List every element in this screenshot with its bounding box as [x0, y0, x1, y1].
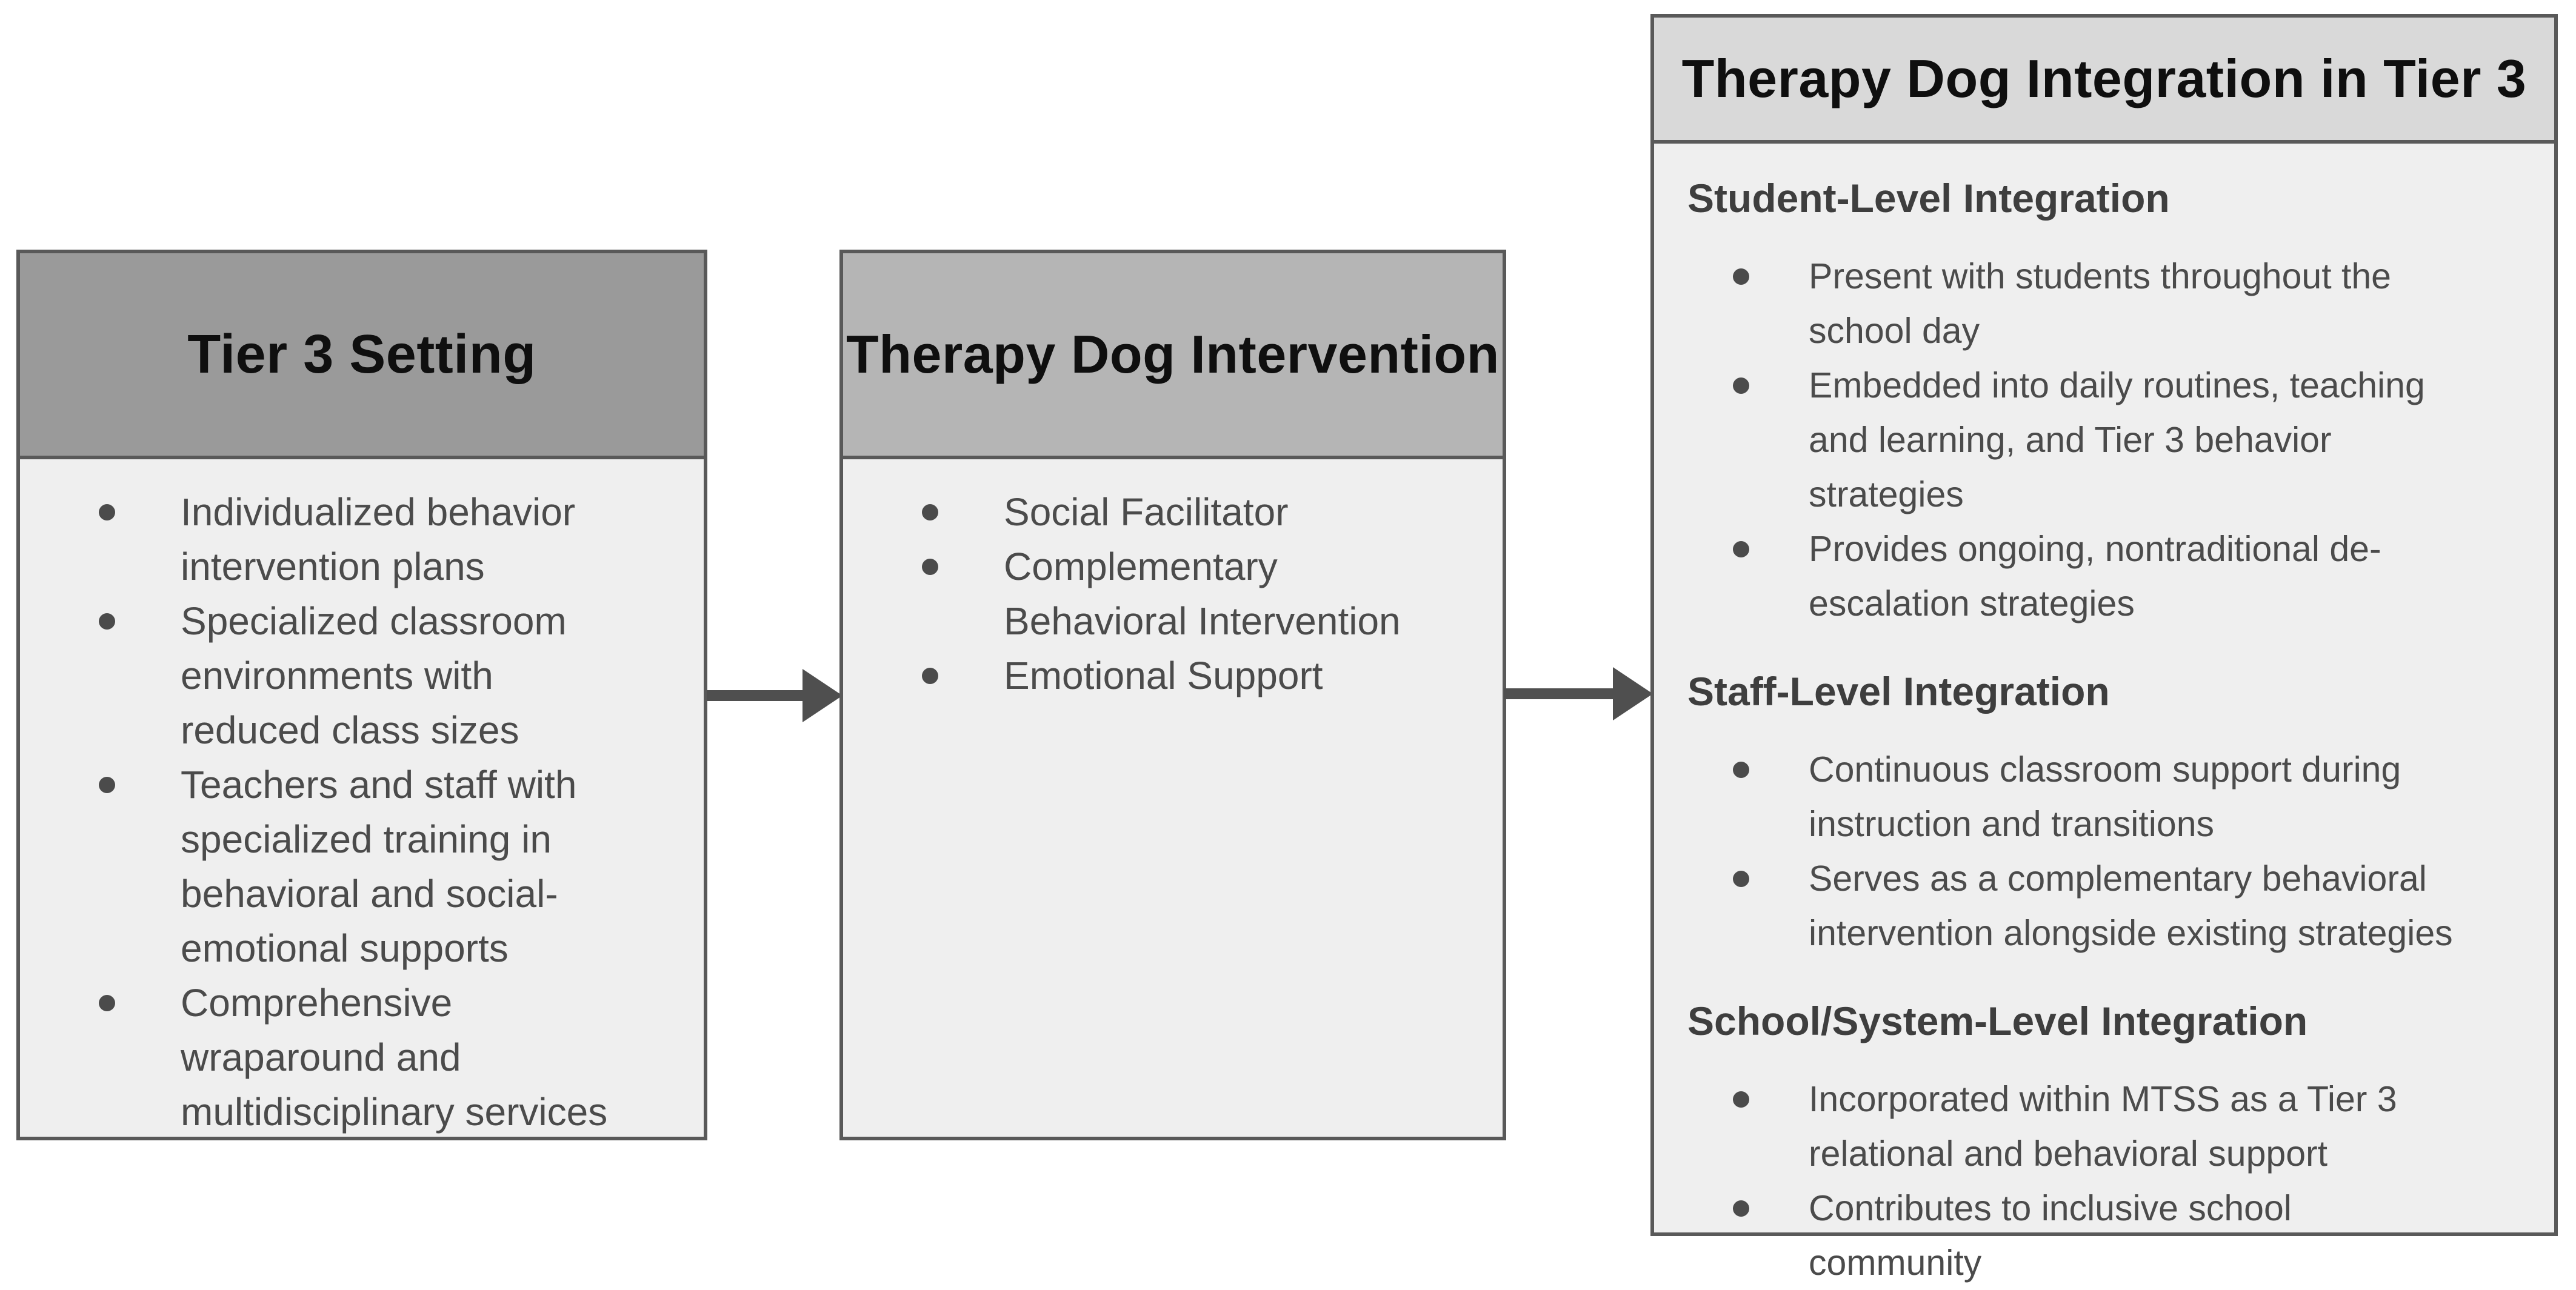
- bullet-list: Individualized behavior intervention pla…: [20, 459, 704, 1139]
- list-item-text: Incorporated within MTSS as a Tier 3 rel…: [1809, 1079, 2397, 1174]
- list-item: Comprehensive wraparound and multidiscip…: [20, 976, 623, 1139]
- bullet-dot-icon: [99, 613, 115, 630]
- bullet-list: Incorporated within MTSS as a Tier 3 rel…: [1654, 1072, 2554, 1290]
- flow-arrow-middle-to-right: [1504, 667, 1653, 720]
- list-item-text: Present with students throughout the sch…: [1809, 256, 2391, 351]
- panel-body: Individualized behavior intervention pla…: [20, 459, 704, 1139]
- list-item: Incorporated within MTSS as a Tier 3 rel…: [1654, 1072, 2463, 1181]
- section-heading-school-system-level: School/System-Level Integration: [1687, 999, 2308, 1043]
- panel-title: Tier 3 Setting: [187, 324, 536, 385]
- list-item-text: Specialized classroom environments with …: [181, 599, 567, 752]
- list-item-text: Social Facilitator: [1004, 490, 1289, 534]
- bullet-dot-icon: [1733, 268, 1749, 285]
- panel-header: Therapy Dog Integration in Tier 3: [1654, 18, 2554, 144]
- bullet-list: Continuous classroom support during inst…: [1654, 742, 2554, 960]
- bullet-dot-icon: [1733, 1091, 1749, 1108]
- bullet-dot-icon: [922, 504, 938, 520]
- panel-body: Social Facilitator Complementary Behavio…: [843, 459, 1503, 703]
- bullet-dot-icon: [1733, 541, 1749, 557]
- list-item: Specialized classroom environments with …: [20, 594, 623, 757]
- list-item: Emotional Support: [843, 648, 1452, 703]
- bullet-dot-icon: [1733, 377, 1749, 394]
- bullet-dot-icon: [99, 504, 115, 520]
- list-item: Embedded into daily routines, teaching a…: [1654, 358, 2463, 522]
- bullet-dot-icon: [922, 559, 938, 575]
- arrow-shaft: [1504, 688, 1615, 699]
- panel-header: Therapy Dog Intervention: [843, 253, 1503, 459]
- list-item: Teachers and staff with specialized trai…: [20, 757, 623, 976]
- list-item-text: Comprehensive wraparound and multidiscip…: [181, 981, 608, 1134]
- list-item-text: Serves as a complementary behavioral int…: [1809, 859, 2453, 953]
- list-item-text: Contributes to inclusive school communit…: [1809, 1188, 2292, 1283]
- list-item: Continuous classroom support during inst…: [1654, 742, 2463, 851]
- flow-arrow-left-to-middle: [707, 669, 843, 722]
- panel-therapy-dog-integration: Therapy Dog Integration in Tier 3 Studen…: [1650, 14, 2558, 1283]
- list-item: Contributes to inclusive school communit…: [1654, 1181, 2463, 1290]
- bullet-dot-icon: [99, 995, 115, 1011]
- arrow-right-icon: [802, 669, 843, 722]
- list-item: Social Facilitator: [843, 485, 1452, 539]
- list-item-text: Emotional Support: [1004, 654, 1323, 697]
- panel-tier-3-setting: Tier 3 Setting Individualized behavior i…: [16, 250, 707, 1140]
- arrow-right-icon: [1613, 667, 1653, 720]
- panel-header: Tier 3 Setting: [20, 253, 704, 459]
- list-item: Provides ongoing, nontraditional de-esca…: [1654, 522, 2463, 631]
- list-item: Complementary Behavioral Intervention: [843, 539, 1452, 648]
- list-item: Individualized behavior intervention pla…: [20, 485, 623, 594]
- bullet-list: Social Facilitator Complementary Behavio…: [843, 459, 1503, 703]
- flow-diagram: Tier 3 Setting Individualized behavior i…: [16, 14, 2558, 1283]
- list-item-text: Teachers and staff with specialized trai…: [181, 763, 577, 970]
- bullet-list: Present with students throughout the sch…: [1654, 249, 2554, 631]
- list-item: Present with students throughout the sch…: [1654, 249, 2463, 358]
- list-item-text: Continuous classroom support during inst…: [1809, 750, 2401, 844]
- list-item-text: Provides ongoing, nontraditional de-esca…: [1809, 529, 2381, 623]
- panel-therapy-dog-intervention: Therapy Dog Intervention Social Facilita…: [839, 250, 1506, 1140]
- list-item-text: Embedded into daily routines, teaching a…: [1809, 365, 2425, 514]
- section-heading-staff-level: Staff-Level Integration: [1687, 669, 2110, 714]
- panel-title: Therapy Dog Integration in Tier 3: [1681, 48, 2527, 108]
- list-item-text: Individualized behavior intervention pla…: [181, 490, 576, 588]
- panel-body: Student-Level Integration Present with s…: [1654, 144, 2554, 1290]
- section-heading-student-level: Student-Level Integration: [1687, 176, 2170, 221]
- arrow-shaft: [707, 690, 805, 701]
- bullet-dot-icon: [99, 777, 115, 793]
- list-item: Serves as a complementary behavioral int…: [1654, 851, 2463, 960]
- bullet-dot-icon: [922, 668, 938, 684]
- bullet-dot-icon: [1733, 871, 1749, 887]
- bullet-dot-icon: [1733, 1200, 1749, 1217]
- list-item-text: Complementary Behavioral Intervention: [1004, 545, 1401, 643]
- bullet-dot-icon: [1733, 762, 1749, 778]
- panel-title: Therapy Dog Intervention: [846, 324, 1500, 384]
